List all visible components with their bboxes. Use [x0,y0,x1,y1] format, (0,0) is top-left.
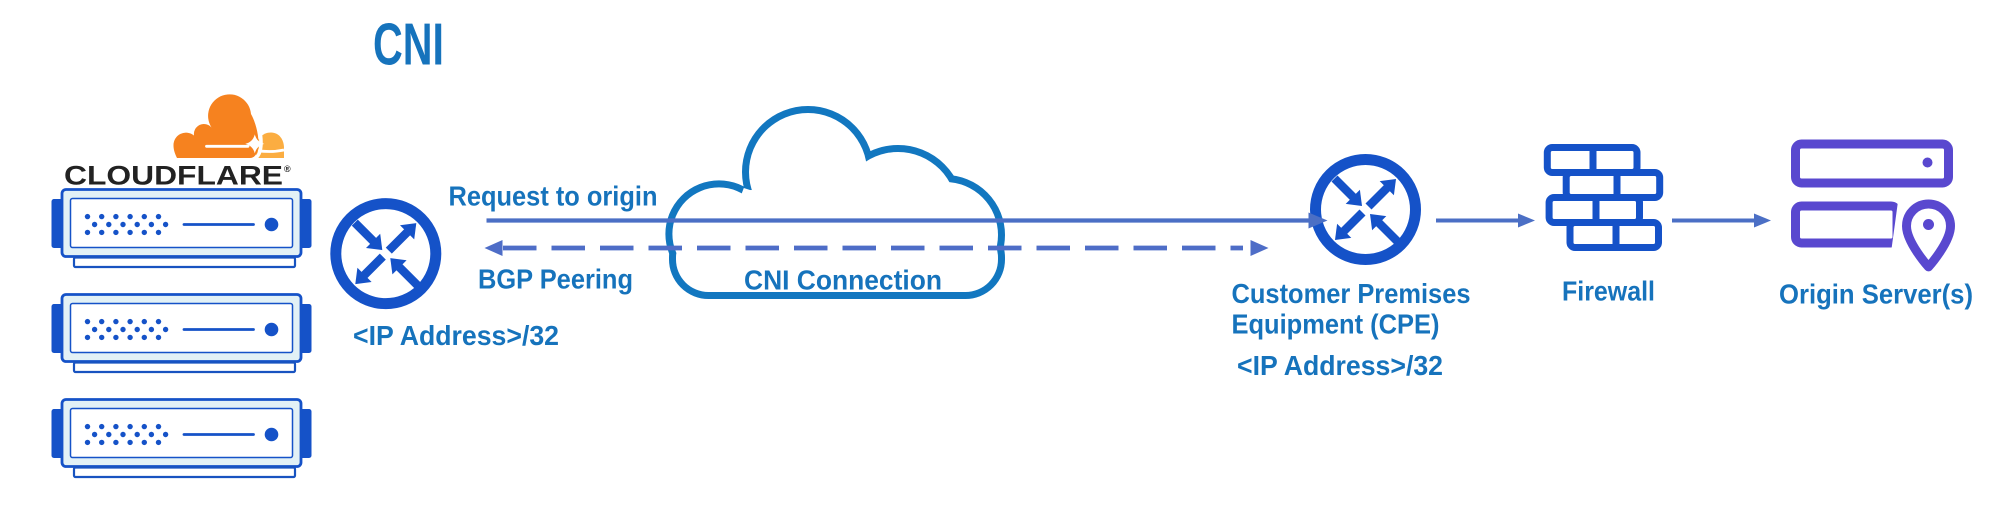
svg-text:®: ® [284,164,291,174]
svg-text:CNI Connection: CNI Connection [744,265,942,296]
svg-text:Firewall: Firewall [1562,276,1655,307]
svg-text:CLOUDFLARE: CLOUDFLARE [64,161,283,191]
svg-text:Request to origin: Request to origin [449,181,658,212]
svg-text:<IP Address>/32: <IP Address>/32 [353,320,559,351]
svg-text:<IP Address>/32: <IP Address>/32 [1237,350,1443,381]
svg-text:Customer Premises: Customer Premises [1232,278,1471,309]
svg-text:Equipment (CPE): Equipment (CPE) [1232,309,1440,340]
svg-text:CNI: CNI [373,12,444,78]
svg-text:BGP Peering: BGP Peering [478,264,633,295]
svg-text:Origin Server(s): Origin Server(s) [1779,279,1973,310]
